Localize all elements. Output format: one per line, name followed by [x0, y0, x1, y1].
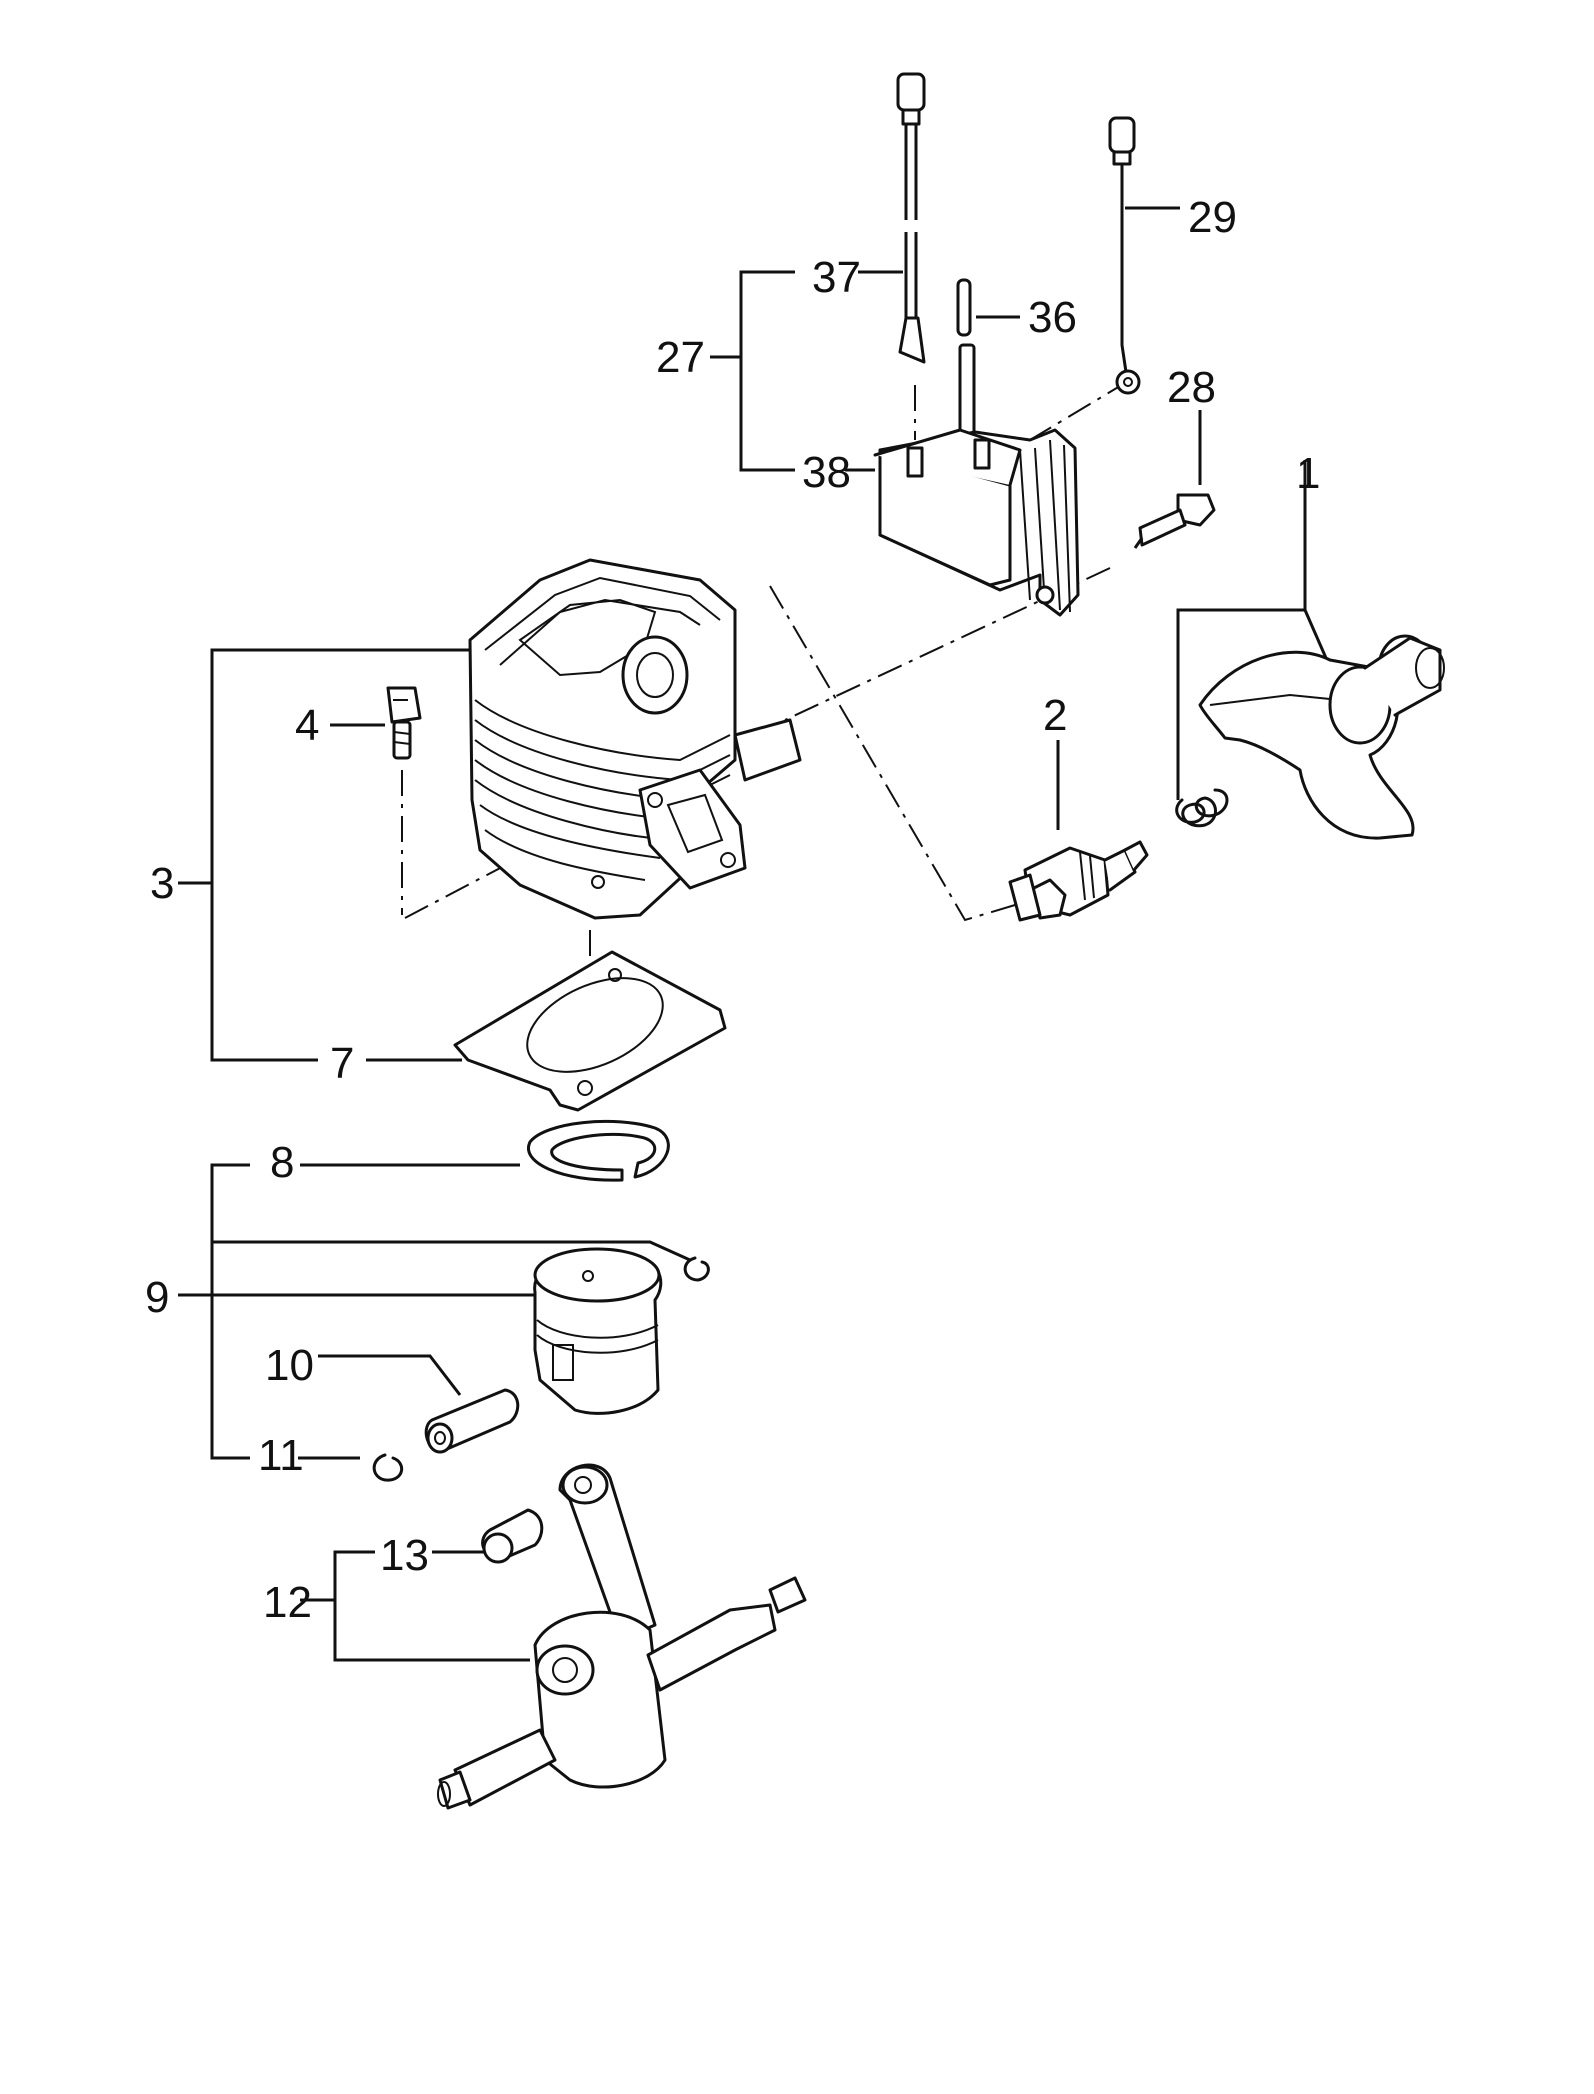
clip-part-11	[372, 1453, 404, 1482]
piston-part-9	[533, 1247, 663, 1415]
screw-part-4	[386, 686, 422, 760]
label-36: 36	[1028, 293, 1077, 342]
leader-clip	[212, 1240, 691, 1262]
leader-1	[1176, 460, 1307, 800]
label-27: 27	[656, 333, 705, 382]
label-38: 38	[802, 448, 851, 497]
leader-8-11	[210, 1163, 250, 1460]
clip-upper	[683, 1256, 710, 1282]
label-9: 9	[145, 1273, 169, 1322]
label-3: 3	[150, 859, 174, 908]
piston-ring-part-8	[527, 1119, 670, 1182]
label-13: 13	[380, 1531, 429, 1580]
cylinder-part-3	[468, 558, 802, 920]
label-8: 8	[270, 1138, 294, 1187]
crankshaft-part-12	[437, 1463, 807, 1810]
leader-12-13	[333, 1550, 530, 1662]
plug-cap-part-1	[1175, 634, 1445, 840]
muffler-part-38	[873, 428, 1080, 617]
label-12: 12	[263, 1578, 312, 1627]
leader-3	[210, 648, 470, 1062]
label-29: 29	[1188, 193, 1237, 242]
label-11: 11	[258, 1431, 304, 1480]
label-10: 10	[265, 1341, 314, 1390]
gasket-part-7	[453, 950, 727, 1112]
label-1: 1	[1296, 449, 1320, 498]
align-line-plug	[769, 585, 1016, 922]
label-37: 37	[812, 253, 861, 302]
label-2: 2	[1043, 691, 1067, 740]
leader-10	[318, 1354, 462, 1396]
label-4: 4	[295, 701, 319, 750]
pin-part-36	[956, 278, 976, 447]
lead-wire-part-37	[896, 72, 926, 364]
leader-27	[739, 270, 795, 472]
align-line-29	[1029, 379, 1131, 441]
spark-plug-part-2	[1008, 840, 1149, 922]
piston-pin-part-10	[424, 1388, 520, 1454]
bearing-part-13	[481, 1508, 544, 1564]
ground-wire-part-29	[1108, 116, 1141, 395]
label-7: 7	[330, 1039, 354, 1088]
label-28: 28	[1167, 363, 1216, 412]
bolt-part-28	[1133, 493, 1216, 549]
